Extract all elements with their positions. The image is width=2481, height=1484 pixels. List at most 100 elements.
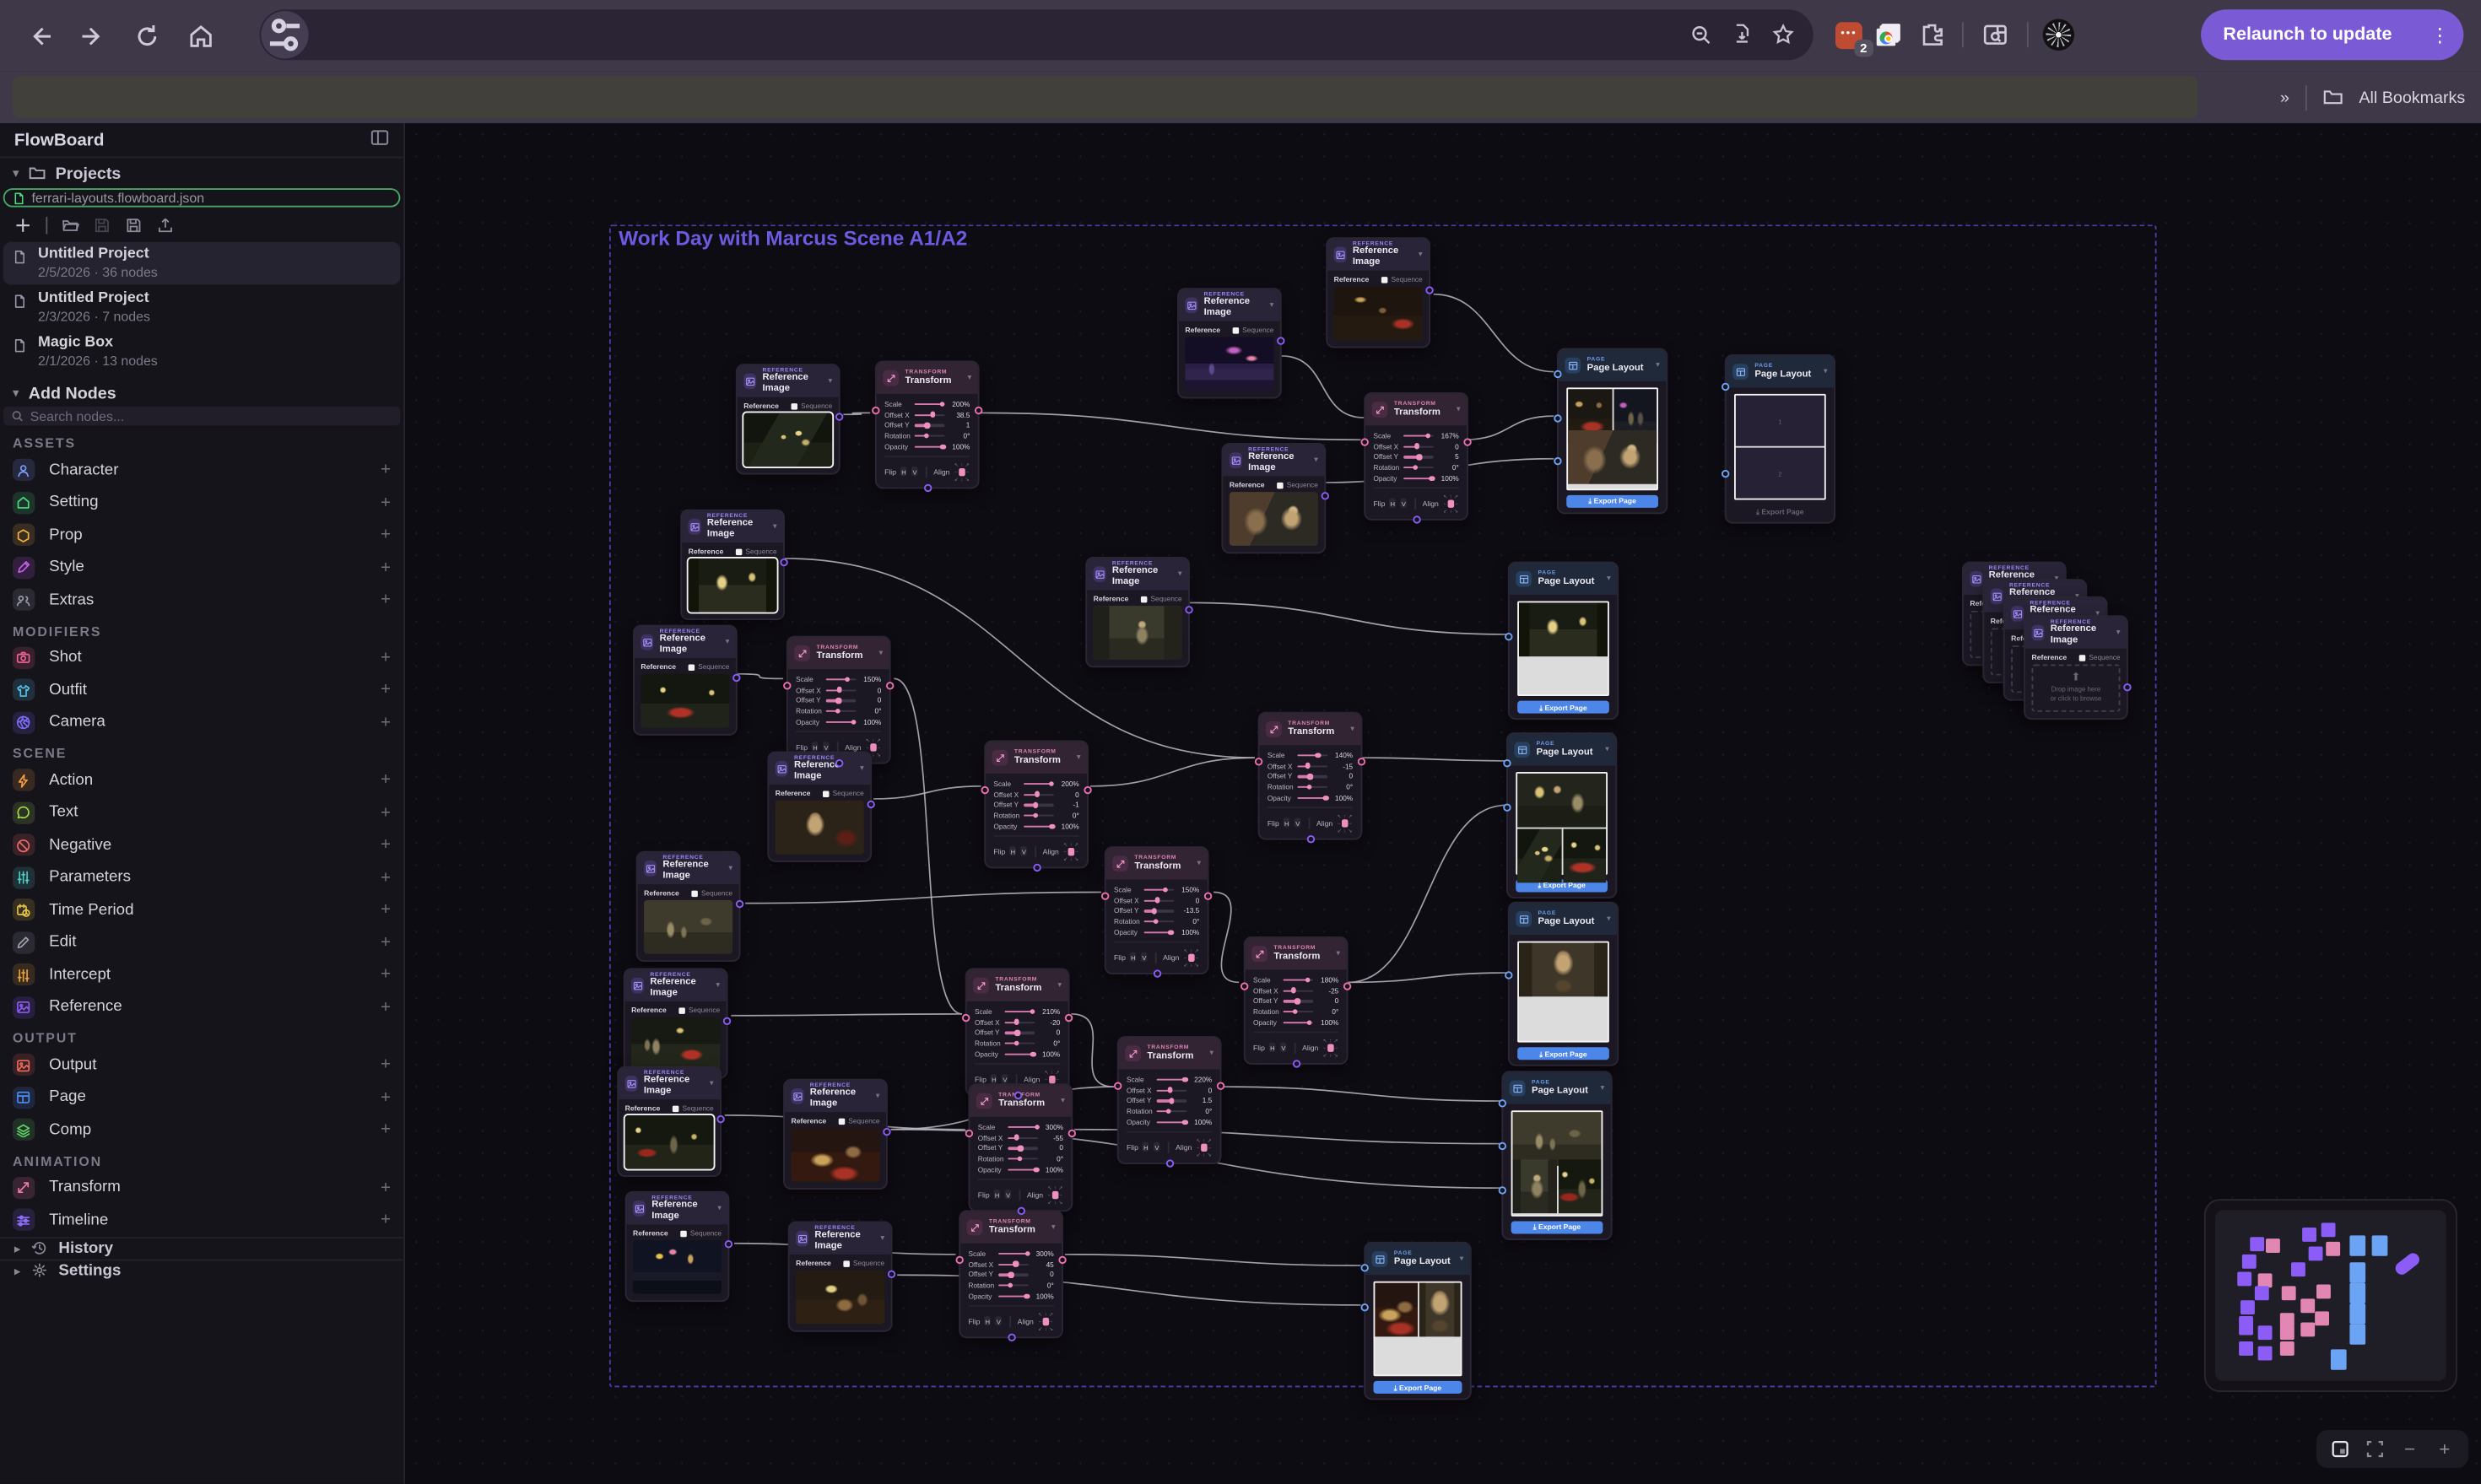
zoom-out-button[interactable]: − [2404,1438,2416,1460]
slider[interactable] [1008,1135,1038,1141]
slider[interactable] [1008,1167,1040,1173]
transform-node[interactable]: TRANSFORM Transform ▾Scale 150%Offset X … [783,635,895,768]
save-icon[interactable] [94,216,111,234]
export-page-button[interactable]: ⤓ Export Page [1373,1380,1462,1394]
reference-thumbnail[interactable] [1093,606,1182,660]
slider[interactable] [1143,897,1175,904]
sessions-extension-icon[interactable] [1876,23,1902,46]
node-port[interactable] [872,405,880,414]
reference-image-node[interactable]: REFERENCE Reference Image ▾Reference Seq… [617,1066,725,1177]
slider[interactable] [1283,998,1314,1004]
flip-v-button[interactable]: V [1294,818,1301,828]
sidebar-item-transform[interactable]: Transform + [0,1171,403,1203]
flip-h-button[interactable]: H [1009,847,1017,857]
chevron-down-icon[interactable]: ▾ [875,1091,880,1101]
export-project-icon[interactable] [157,216,175,234]
slider[interactable] [1156,1077,1188,1082]
slider[interactable] [1283,977,1314,983]
add-node-plus-icon[interactable]: + [381,461,392,480]
transform-node[interactable]: TRANSFORM Transform ▾Scale 220%Offset X … [1114,1036,1225,1168]
flip-h-button[interactable]: H [990,1075,997,1085]
reference-thumbnail[interactable] [686,557,779,614]
back-icon[interactable] [13,12,67,59]
slider[interactable] [1297,795,1329,801]
node-port[interactable] [1114,1081,1122,1089]
add-node-plus-icon[interactable]: + [381,997,392,1017]
node-port[interactable] [835,412,844,420]
node-port[interactable] [732,672,741,682]
minimap[interactable] [2203,1199,2457,1392]
node-port[interactable] [1360,1303,1369,1311]
sidebar-item-time-period[interactable]: Time Period + [0,893,403,925]
node-port[interactable] [1305,834,1315,844]
node-port[interactable] [1277,336,1285,344]
reference-thumbnail[interactable] [633,1240,722,1294]
flip-h-button[interactable]: H [984,1316,992,1327]
chevron-down-icon[interactable]: ▾ [1051,1222,1056,1233]
sequence-checkbox[interactable]: Sequence [1141,595,1182,602]
node-port[interactable] [1498,1185,1506,1194]
node-port[interactable] [1498,1141,1506,1150]
chevron-down-icon[interactable]: ▾ [728,863,733,873]
page-panel[interactable] [1519,602,1608,657]
slider[interactable] [1004,1019,1035,1025]
node-port[interactable] [735,898,744,908]
reference-image-node[interactable]: REFERENCE Reference Image ▾Reference Seq… [635,850,744,962]
fit-view-icon[interactable] [2361,1435,2390,1464]
chevron-down-icon[interactable]: ▾ [717,1203,722,1214]
node-port[interactable] [1722,468,1730,478]
reference-image-node[interactable]: REFERENCE Reference Image ▾Reference Seq… [623,968,732,1079]
slider[interactable] [998,1250,1031,1256]
flip-h-button[interactable]: H [1389,499,1397,509]
chevron-down-icon[interactable]: ▾ [2095,608,2100,619]
reference-image-node-empty[interactable]: REFERENCE Reference Image ▾Reference Seq… [2024,615,2132,720]
node-port[interactable] [783,681,792,689]
flip-v-button[interactable]: V [1400,499,1408,509]
reference-thumbnail[interactable] [623,1114,716,1171]
flip-v-button[interactable]: V [822,742,830,753]
panel-toggle-icon[interactable] [370,128,390,152]
page-panel[interactable] [1375,1282,1418,1337]
slider[interactable] [1297,752,1328,758]
flip-v-button[interactable]: V [995,1316,1003,1327]
chevron-down-icon[interactable]: ▾ [709,1078,714,1088]
sidebar-item-prop[interactable]: Prop + [0,519,403,551]
sidebar-item-settings[interactable]: ▸ Settings [0,1258,404,1281]
flip-h-button[interactable]: H [1268,1043,1276,1053]
flip-h-button[interactable]: H [993,1190,1001,1201]
sequence-checkbox[interactable]: Sequence [736,548,777,555]
browser-menu-icon[interactable]: ⋮ [2430,24,2450,46]
slider[interactable] [998,1282,1029,1288]
slider[interactable] [1008,1145,1038,1152]
slider[interactable] [1024,823,1056,829]
slider[interactable] [1297,785,1328,791]
node-port[interactable] [1101,891,1110,899]
add-node-plus-icon[interactable]: + [381,965,392,985]
zoom-in-button[interactable]: + [2439,1438,2451,1460]
align-pad[interactable]: ↖↑↗←→↙↓↘ [1322,1038,1339,1059]
chevron-down-icon[interactable]: ▾ [1656,360,1660,370]
node-port[interactable] [1554,369,1562,378]
side-panel-search-icon[interactable] [1978,11,2013,58]
zoom-out-icon[interactable] [1680,14,1722,56]
sidebar-item-camera[interactable]: Camera + [0,706,403,738]
node-port[interactable] [1084,785,1092,794]
sidebar-item-history[interactable]: ▸ History [0,1236,404,1258]
chevron-down-icon[interactable]: ▾ [1061,1096,1065,1106]
chevron-down-icon[interactable]: ▾ [1197,859,1202,869]
extensions-puzzle-icon[interactable] [1916,11,1949,58]
sequence-checkbox[interactable]: Sequence [1277,481,1318,488]
project-item[interactable]: Magic Box 2/1/2026 · 13 nodes [3,331,401,374]
flip-v-button[interactable]: V [911,467,919,478]
chevron-down-icon[interactable]: ▾ [860,764,864,774]
slider[interactable] [1403,465,1434,471]
chevron-down-icon[interactable]: ▾ [828,376,833,386]
node-port[interactable] [955,1255,964,1264]
node-port[interactable] [1498,1098,1506,1107]
reference-image-node[interactable]: REFERENCE Reference Image ▾Reference Seq… [735,364,844,475]
sequence-checkbox[interactable]: Sequence [673,1104,714,1112]
sequence-checkbox[interactable]: Sequence [691,889,732,897]
add-node-plus-icon[interactable]: + [381,1087,392,1108]
reference-thumbnail[interactable] [1229,492,1318,546]
slider[interactable] [1403,443,1434,450]
